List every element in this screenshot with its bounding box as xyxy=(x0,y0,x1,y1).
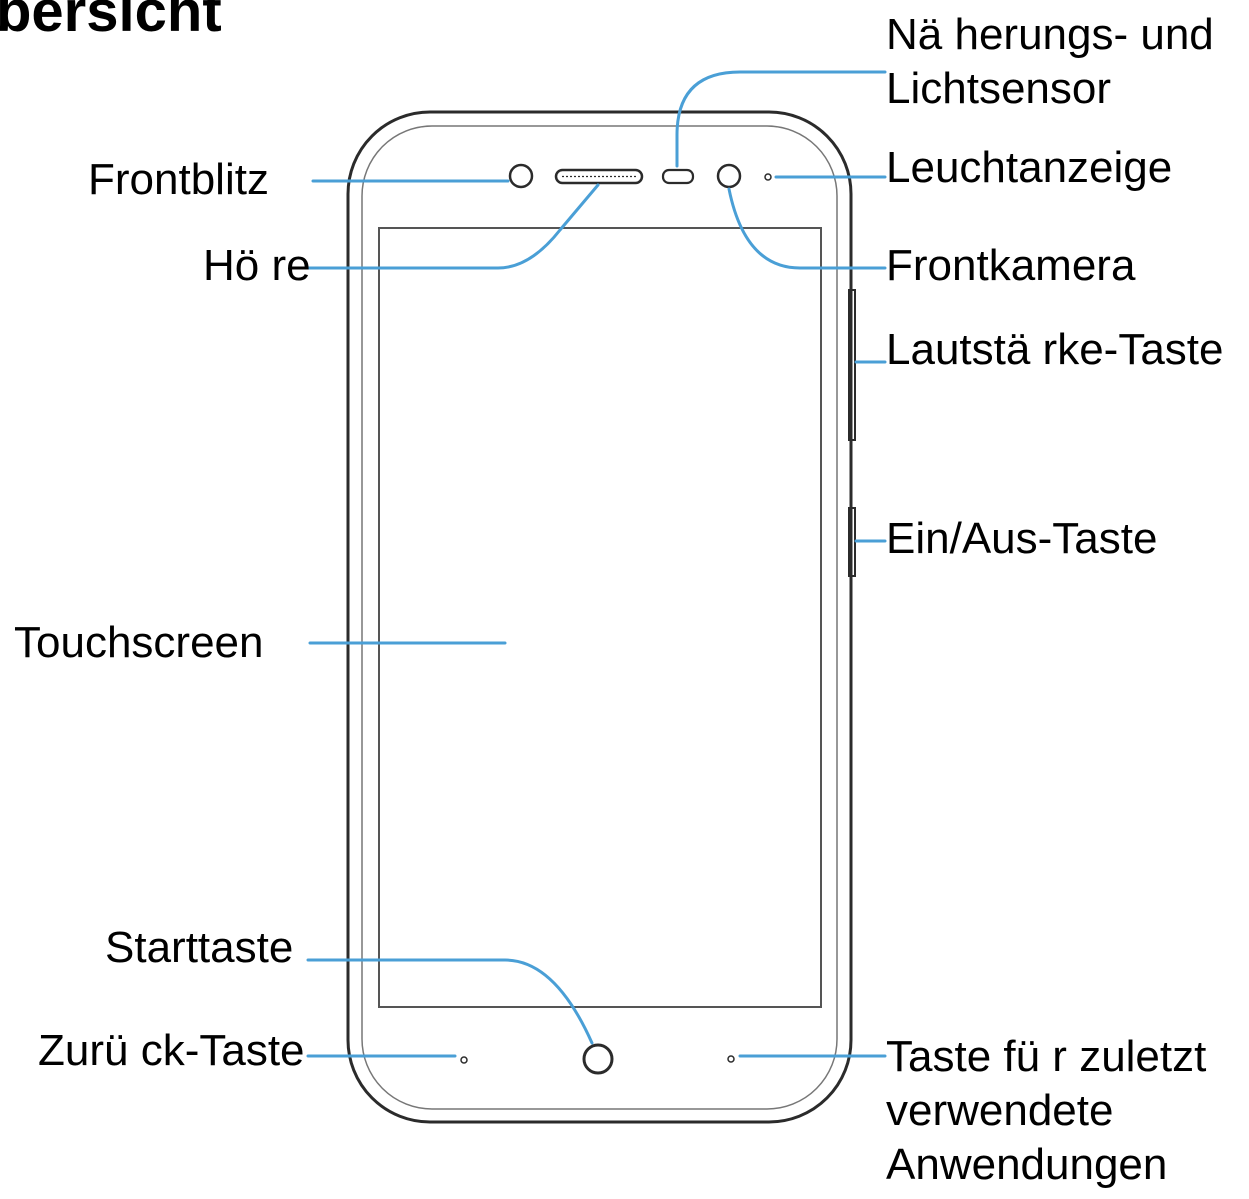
phone-body xyxy=(346,110,856,1124)
label-back-key: Zurü ck-Taste xyxy=(38,1026,305,1075)
recent-apps-key-icon xyxy=(727,1055,735,1063)
touchscreen xyxy=(378,227,822,1008)
earpiece-grille xyxy=(554,168,644,185)
phone-inner-outline xyxy=(361,125,838,1110)
label-front-camera: Frontkamera xyxy=(886,241,1136,290)
home-key-icon xyxy=(582,1043,614,1075)
back-key-icon xyxy=(460,1056,468,1064)
leader-line-home xyxy=(306,958,594,1045)
leader-line-earpiece xyxy=(306,183,600,270)
leader-line-proximity xyxy=(675,70,887,168)
phone-outer-outline xyxy=(346,110,853,1124)
label-indicator-light: Leuchtanzeige xyxy=(886,143,1173,192)
leader-lines xyxy=(306,70,887,1058)
label-proximity-sensor: Nä herungs- und Lichtsensor xyxy=(886,10,1214,113)
label-volume-key: Lautstä rke-Taste xyxy=(886,325,1224,374)
label-front-flash: Frontblitz xyxy=(88,155,269,204)
label-recent-apps-key: Taste fü r zuletzt verwendete Anwendunge… xyxy=(886,1032,1207,1189)
front-camera-icon xyxy=(716,163,742,189)
volume-key xyxy=(848,289,856,441)
front-flash-icon xyxy=(508,163,534,189)
label-power-key: Ein/Aus-Taste xyxy=(886,514,1158,563)
label-earpiece: Hö re xyxy=(203,241,311,290)
page-title: bersicht xyxy=(0,0,222,44)
label-home-key: Starttaste xyxy=(105,923,294,972)
proximity-sensor xyxy=(661,168,695,185)
indicator-light-icon xyxy=(764,173,772,181)
leader-line-front-camera xyxy=(727,187,887,270)
label-touchscreen: Touchscreen xyxy=(14,618,264,667)
